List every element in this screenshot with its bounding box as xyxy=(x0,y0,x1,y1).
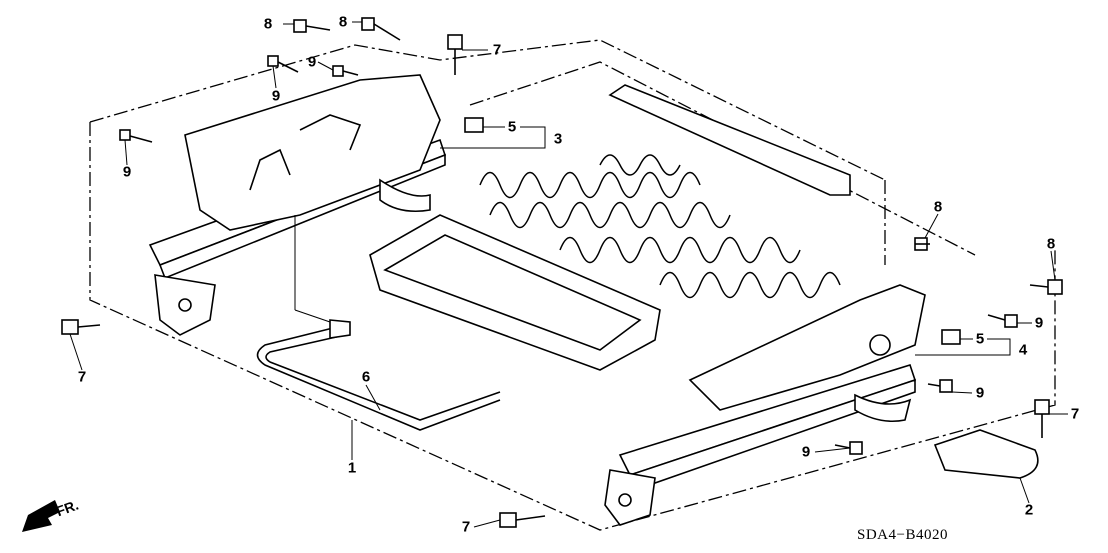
bolt-icon xyxy=(834,441,863,455)
callout-8: 8 xyxy=(263,15,273,33)
bolt-icon xyxy=(293,19,331,33)
seat-springs xyxy=(479,154,841,299)
lever-knob xyxy=(933,429,1039,479)
callout-9: 9 xyxy=(122,163,132,181)
callout-7: 7 xyxy=(77,368,87,386)
rear-cross-bracket xyxy=(608,84,851,196)
callout-9: 9 xyxy=(1034,314,1044,332)
left-seat-track xyxy=(148,74,447,336)
bolt-icon xyxy=(61,319,101,335)
bolt-icon xyxy=(914,237,930,251)
callout-9: 9 xyxy=(801,443,811,461)
callout-1: 1 xyxy=(347,459,357,477)
right-seat-track xyxy=(604,284,926,526)
bolt-icon xyxy=(1029,279,1063,295)
callout-8: 8 xyxy=(933,198,943,216)
clip-icon xyxy=(941,329,961,345)
bolt-icon xyxy=(927,379,953,393)
callout-7: 7 xyxy=(1070,405,1080,423)
callout-6: 6 xyxy=(361,368,371,386)
callout-3: 3 xyxy=(553,130,563,148)
callout-9: 9 xyxy=(975,384,985,402)
callout-8: 8 xyxy=(338,13,348,31)
bolt-icon xyxy=(267,55,299,73)
bolt-icon xyxy=(499,512,546,528)
callout-4: 4 xyxy=(1018,341,1028,359)
callout-2: 2 xyxy=(1024,501,1034,519)
bolt-icon xyxy=(1034,399,1050,438)
callout-9: 9 xyxy=(271,87,281,105)
bolt-icon xyxy=(332,65,359,77)
bolt-icon xyxy=(447,34,463,75)
diagram-code: SDA4−B4020 xyxy=(857,527,948,543)
callout-5: 5 xyxy=(507,118,517,136)
callout-8: 8 xyxy=(1046,235,1056,253)
leader-lines xyxy=(69,21,1068,528)
bolt-icon xyxy=(361,17,401,41)
callout-7: 7 xyxy=(461,518,471,536)
callout-7: 7 xyxy=(492,41,502,59)
bolt-icon xyxy=(987,314,1018,328)
callout-5: 5 xyxy=(975,330,985,348)
bolts xyxy=(61,17,1063,528)
stabilizer-bar xyxy=(256,319,501,431)
callout-9: 9 xyxy=(307,53,317,71)
seat-pan xyxy=(369,214,661,371)
clip-icon xyxy=(464,117,484,133)
front-arrow-icon xyxy=(22,500,60,532)
